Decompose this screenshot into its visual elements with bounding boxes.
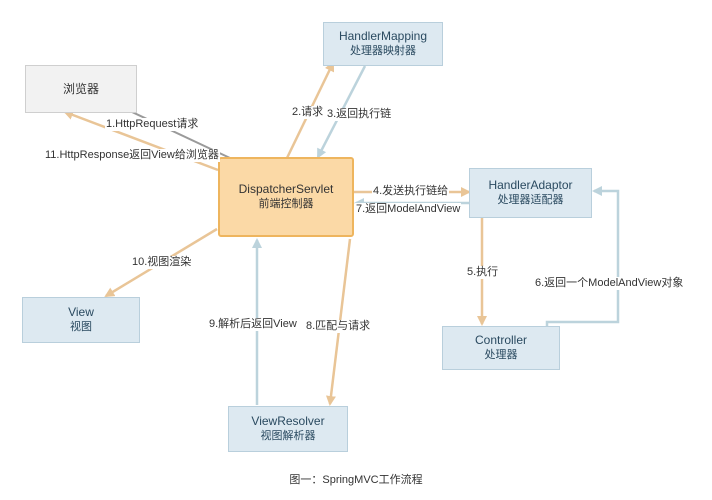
view-node: View 视图 xyxy=(22,297,140,343)
edge-11-label: 11.HttpResponse返回View给浏览器 xyxy=(44,149,220,162)
view-title: View xyxy=(68,305,94,319)
dispatcher-servlet-title: DispatcherServlet xyxy=(238,182,334,196)
edge-3-label: 3.返回执行链 xyxy=(326,108,393,121)
handler-adaptor-subtitle: 处理器适配器 xyxy=(497,194,564,206)
handler-mapping-node: HandlerMapping 处理器映射器 xyxy=(323,22,443,66)
browser-node: 浏览器 xyxy=(25,65,137,113)
edge-7-label: 7.返回ModelAndView xyxy=(355,203,462,216)
controller-subtitle: 处理器 xyxy=(484,349,518,361)
edge-6-line xyxy=(545,186,620,326)
view-resolver-node: ViewResolver 视图解析器 xyxy=(228,406,348,452)
edge-2-label: 2.请求 xyxy=(291,106,325,119)
edge-5-label: 5.执行 xyxy=(466,266,500,279)
controller-title: Controller xyxy=(474,333,528,347)
view-subtitle: 视图 xyxy=(70,321,92,333)
dispatcher-servlet-node: DispatcherServlet 前端控制器 xyxy=(218,157,354,237)
handler-mapping-subtitle: 处理器映射器 xyxy=(350,45,416,57)
edge-9-label: 9.解析后返回View xyxy=(208,318,298,331)
edge-10-label: 10.视图渲染 xyxy=(131,256,193,269)
edge-4-label: 4.发送执行链给 xyxy=(372,185,450,198)
handler-adaptor-title: HandlerAdaptor xyxy=(488,178,573,192)
edge-6-label: 6.返回一个ModelAndView对象 xyxy=(534,277,685,290)
edge-8-label: 8.匹配与请求 xyxy=(305,320,372,333)
browser-label: 浏览器 xyxy=(62,81,99,96)
handler-adaptor-node: HandlerAdaptor 处理器适配器 xyxy=(469,168,592,218)
controller-node: Controller 处理器 xyxy=(442,326,560,370)
view-resolver-subtitle: 视图解析器 xyxy=(260,430,316,442)
dispatcher-servlet-subtitle: 前端控制器 xyxy=(258,198,314,210)
edge-1-label: 1.HttpRequest请求 xyxy=(105,118,200,131)
diagram-caption: 图一：SpringMVC工作流程 xyxy=(289,474,423,486)
view-resolver-title: ViewResolver xyxy=(251,414,325,428)
handler-mapping-title: HandlerMapping xyxy=(338,29,428,43)
